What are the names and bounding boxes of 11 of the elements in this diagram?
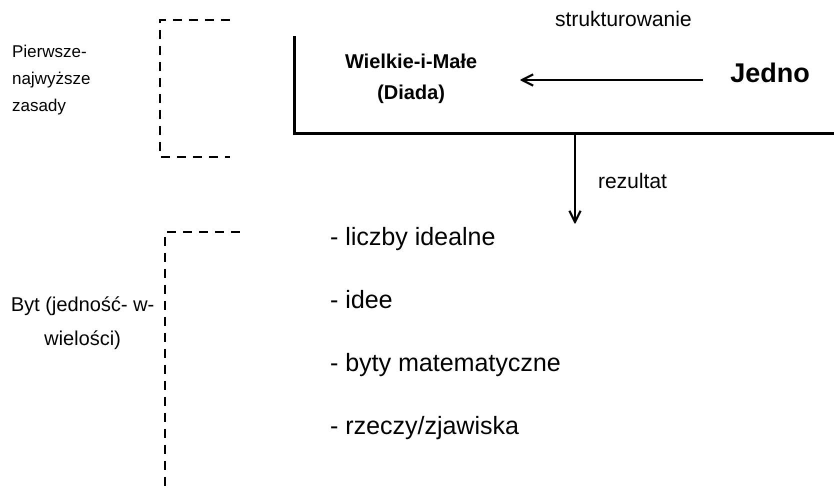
side-label: Byt (jedność- w-wielości) <box>10 293 156 352</box>
list-item: - rzeczy/zjawiska <box>330 411 519 441</box>
arrow <box>568 135 582 224</box>
side-label: Pierwsze- najwyższe zasady <box>12 41 92 117</box>
frame-lines <box>293 36 834 135</box>
principle-label: Wielkie-i-Małe (Diada) <box>344 50 478 106</box>
principle-label: Jedno <box>730 58 810 88</box>
list-item: - byty matematyczne <box>330 348 561 378</box>
arrow <box>520 73 703 87</box>
list-item: - idee <box>330 285 393 315</box>
list-item: - liczby idealne <box>330 222 496 252</box>
